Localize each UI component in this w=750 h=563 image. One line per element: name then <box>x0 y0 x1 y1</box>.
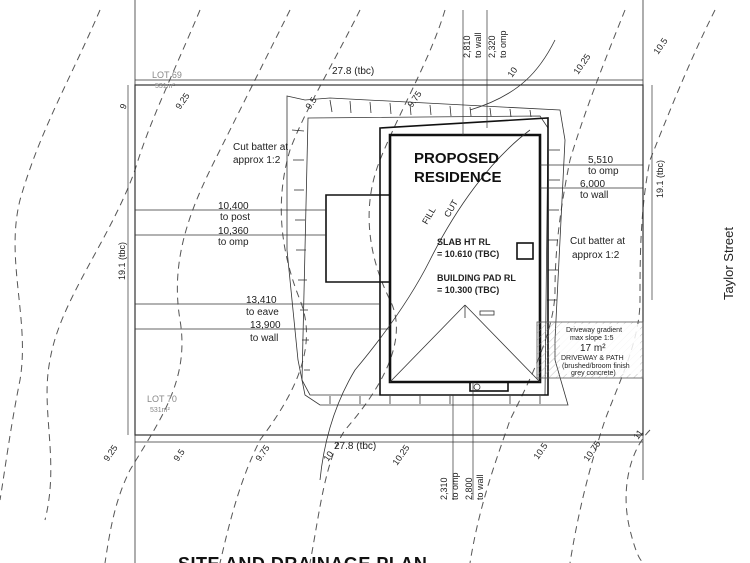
pad-label-line2: = 10.300 (TBC) <box>437 285 499 295</box>
roof-hip-lines <box>389 304 541 383</box>
dim-left-label: to eave <box>246 307 279 318</box>
driveway-name: DRIVEWAY & PATH <box>561 355 624 362</box>
cut-batter-left-2: approx 1:2 <box>233 155 281 166</box>
fill-cut-line <box>319 129 531 481</box>
dim-left-label: to post <box>220 212 250 223</box>
dim-top-value: 2,320 <box>487 35 497 58</box>
contour-label: 9.75 <box>405 89 423 109</box>
pit-icon <box>473 383 481 391</box>
dim-bottom-value: 2,800 <box>464 477 474 500</box>
lot-69-area: 531m² <box>155 83 176 90</box>
driveway-gradient: Driveway gradient <box>566 327 622 334</box>
lot-69-label: LOT 69 <box>152 70 182 80</box>
dim-left-value: 13,410 <box>246 295 277 306</box>
contour-label: 10 <box>505 65 519 79</box>
contour-label: 9.5 <box>303 95 318 111</box>
contour-label: 9 <box>118 102 129 111</box>
cut-label: CUT <box>442 198 460 219</box>
dim-right-label: to wall <box>580 190 608 201</box>
dim-top-value: 2,810 <box>462 35 472 58</box>
contour-label: 10.25 <box>571 52 592 76</box>
dim-left-label: to omp <box>218 237 249 248</box>
lot-70-label: LOT 70 <box>147 394 177 404</box>
slab-label-line1: SLAB HT RL <box>437 237 491 247</box>
dim-top-label: to omp <box>498 30 508 58</box>
driveway-finish-2: grey concrete) <box>571 370 616 377</box>
driveway-slope: max slope 1:5 <box>570 335 614 342</box>
contour-label: 9.5 <box>171 447 186 463</box>
cut-batter-right-1: Cut batter at <box>570 236 625 247</box>
fill-label: FILL <box>420 205 438 226</box>
site-boundary <box>134 84 644 436</box>
residence-label-line2: RESIDENCE <box>414 169 502 186</box>
dimension-lines-bottom <box>135 382 643 500</box>
boundary-left: 19.1 (tbc) <box>117 242 127 280</box>
dim-right-label: to omp <box>588 166 619 177</box>
fill-cut-line-upper <box>469 39 556 111</box>
contour-label: 10.5 <box>531 441 549 461</box>
dim-top-label: to wall <box>473 32 483 58</box>
drawing-title: SITE AND DRAINAGE PLAN <box>178 554 427 563</box>
dimension-lines-top <box>135 10 643 135</box>
vent-mark <box>479 310 495 316</box>
eave-outline <box>379 117 549 396</box>
contour-label: 10 <box>321 449 335 463</box>
cut-batter-right-2: approx 1:2 <box>572 250 620 261</box>
downpipe-box <box>516 242 534 260</box>
dim-bottom-value: 2,310 <box>439 477 449 500</box>
dimension-lines-right <box>540 85 653 300</box>
contour-label: 10.5 <box>651 36 669 56</box>
boundary-bottom: 27.8 (tbc) <box>334 441 376 452</box>
pad-label-line1: BUILDING PAD RL <box>437 273 516 283</box>
driveway-area-value: 17 m² <box>580 343 606 354</box>
lot-70-area: 531m² <box>150 407 171 414</box>
boundary-top: 27.8 (tbc) <box>332 66 374 77</box>
dim-right-value: 5,510 <box>588 155 613 166</box>
boundary-right: 19.1 (tbc) <box>655 160 665 198</box>
driveway-finish-1: (brushed/broom finish <box>562 363 630 370</box>
dim-bottom-label: to wall <box>475 474 485 500</box>
contour-label: 10.75 <box>581 439 602 463</box>
street-name: Taylor Street <box>721 227 736 300</box>
dim-left-value: 10,360 <box>218 226 249 237</box>
dim-right-value: 6,000 <box>580 179 605 190</box>
contour-label: 9.75 <box>253 443 271 463</box>
dimension-lines-left <box>127 85 390 435</box>
neighbour-lot-lines <box>134 0 644 563</box>
porch-outline <box>325 194 390 283</box>
batter-outline <box>286 95 569 406</box>
dim-bottom-label: to omp <box>450 472 460 500</box>
dim-left-value: 13,900 <box>250 320 281 331</box>
contour-label: 9.25 <box>101 443 119 463</box>
meter-box <box>469 381 509 392</box>
cut-batter-left-1: Cut batter at <box>233 142 288 153</box>
residence-label-line1: PROPOSED <box>414 150 499 167</box>
batter-hatch <box>291 99 560 404</box>
contour-label: 9.25 <box>173 91 191 111</box>
slab-label-line2: = 10.610 (TBC) <box>437 249 499 259</box>
dim-left-label: to wall <box>250 333 278 344</box>
contour-label: 10.25 <box>390 443 411 467</box>
dim-left-value: 10,400 <box>218 201 249 212</box>
contour-lines <box>0 9 716 563</box>
